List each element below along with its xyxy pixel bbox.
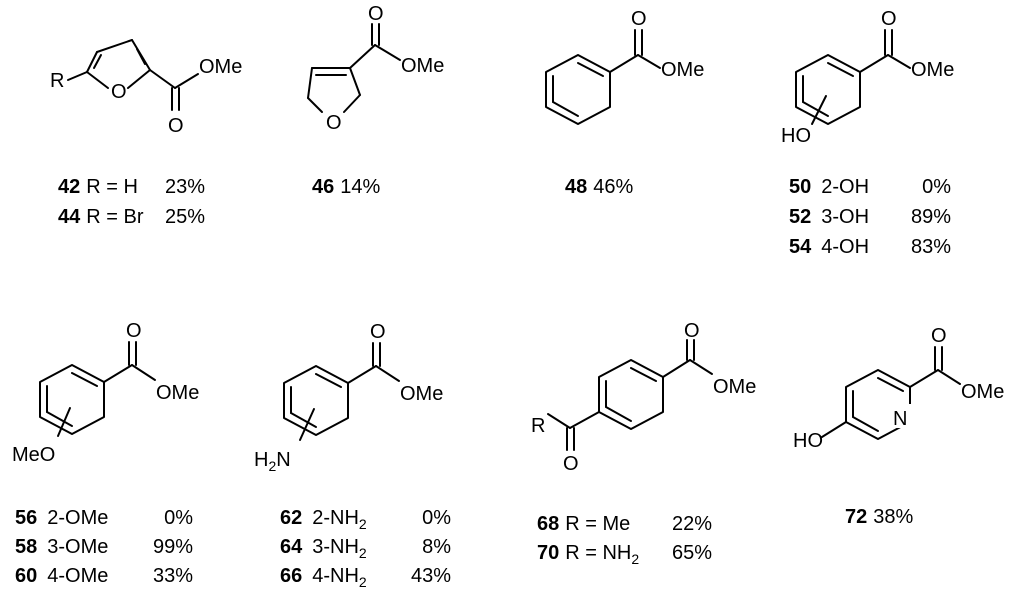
atom-label: OMe [156, 382, 199, 404]
structure-hydroxypicolinate: N O OMe HO [793, 325, 1004, 452]
atom-label: O [931, 325, 947, 347]
structure-aminobenzoate: O OMe H2N [254, 321, 443, 474]
atom-label: OMe [400, 383, 443, 405]
structure-hydroxybenzoate: O OMe HO [781, 8, 954, 147]
atom-label: HO [793, 430, 823, 452]
atom-label: O [326, 112, 342, 134]
structure-benzoate: O OMe [545, 8, 704, 125]
compound-yield: 43% [411, 565, 451, 587]
structure-furan-2-ester: R O OMe O [50, 39, 242, 137]
atom-label: R [531, 415, 545, 437]
compound-yield: 65% [672, 542, 712, 564]
compound-yield: 0% [164, 507, 193, 529]
compound-yield: 23% [165, 176, 205, 198]
amine-label: H2N [254, 449, 291, 474]
atom-label: N [893, 408, 907, 430]
compound-yield: 0% [922, 176, 951, 198]
compound-yield: 8% [422, 536, 451, 558]
structure-methoxybenzoate: O OMe MeO [12, 320, 199, 466]
compound-yield: 83% [911, 236, 951, 258]
atom-label: OMe [961, 381, 1004, 403]
atom-label: O [111, 81, 127, 103]
structure-acylbenzoate: O OMe R O [531, 320, 756, 475]
atom-label: MeO [12, 444, 55, 466]
atom-label: O [168, 115, 184, 137]
atom-label: R [50, 70, 64, 92]
compound-yield: 99% [153, 536, 193, 558]
atom-label: O [684, 320, 700, 342]
atom-label: O [368, 3, 384, 25]
atom-label: OMe [401, 55, 444, 77]
compound-yield: 89% [911, 206, 951, 228]
atom-label: OMe [661, 59, 704, 81]
atom-label: O [881, 8, 897, 30]
atom-label: OMe [911, 59, 954, 81]
atom-label: OMe [713, 376, 756, 398]
compound-yield: 0% [422, 507, 451, 529]
atom-label: O [631, 8, 647, 30]
structure-furan-3-ester: O O OMe [307, 3, 444, 134]
atom-label: OMe [199, 56, 242, 78]
compound-yield: 22% [672, 513, 712, 535]
atom-label: O [126, 320, 142, 342]
atom-label: O [563, 453, 579, 475]
compound-yield: 25% [165, 206, 205, 228]
compound-yield: 33% [153, 565, 193, 587]
atom-label: O [370, 321, 386, 343]
atom-label: HO [781, 125, 811, 147]
